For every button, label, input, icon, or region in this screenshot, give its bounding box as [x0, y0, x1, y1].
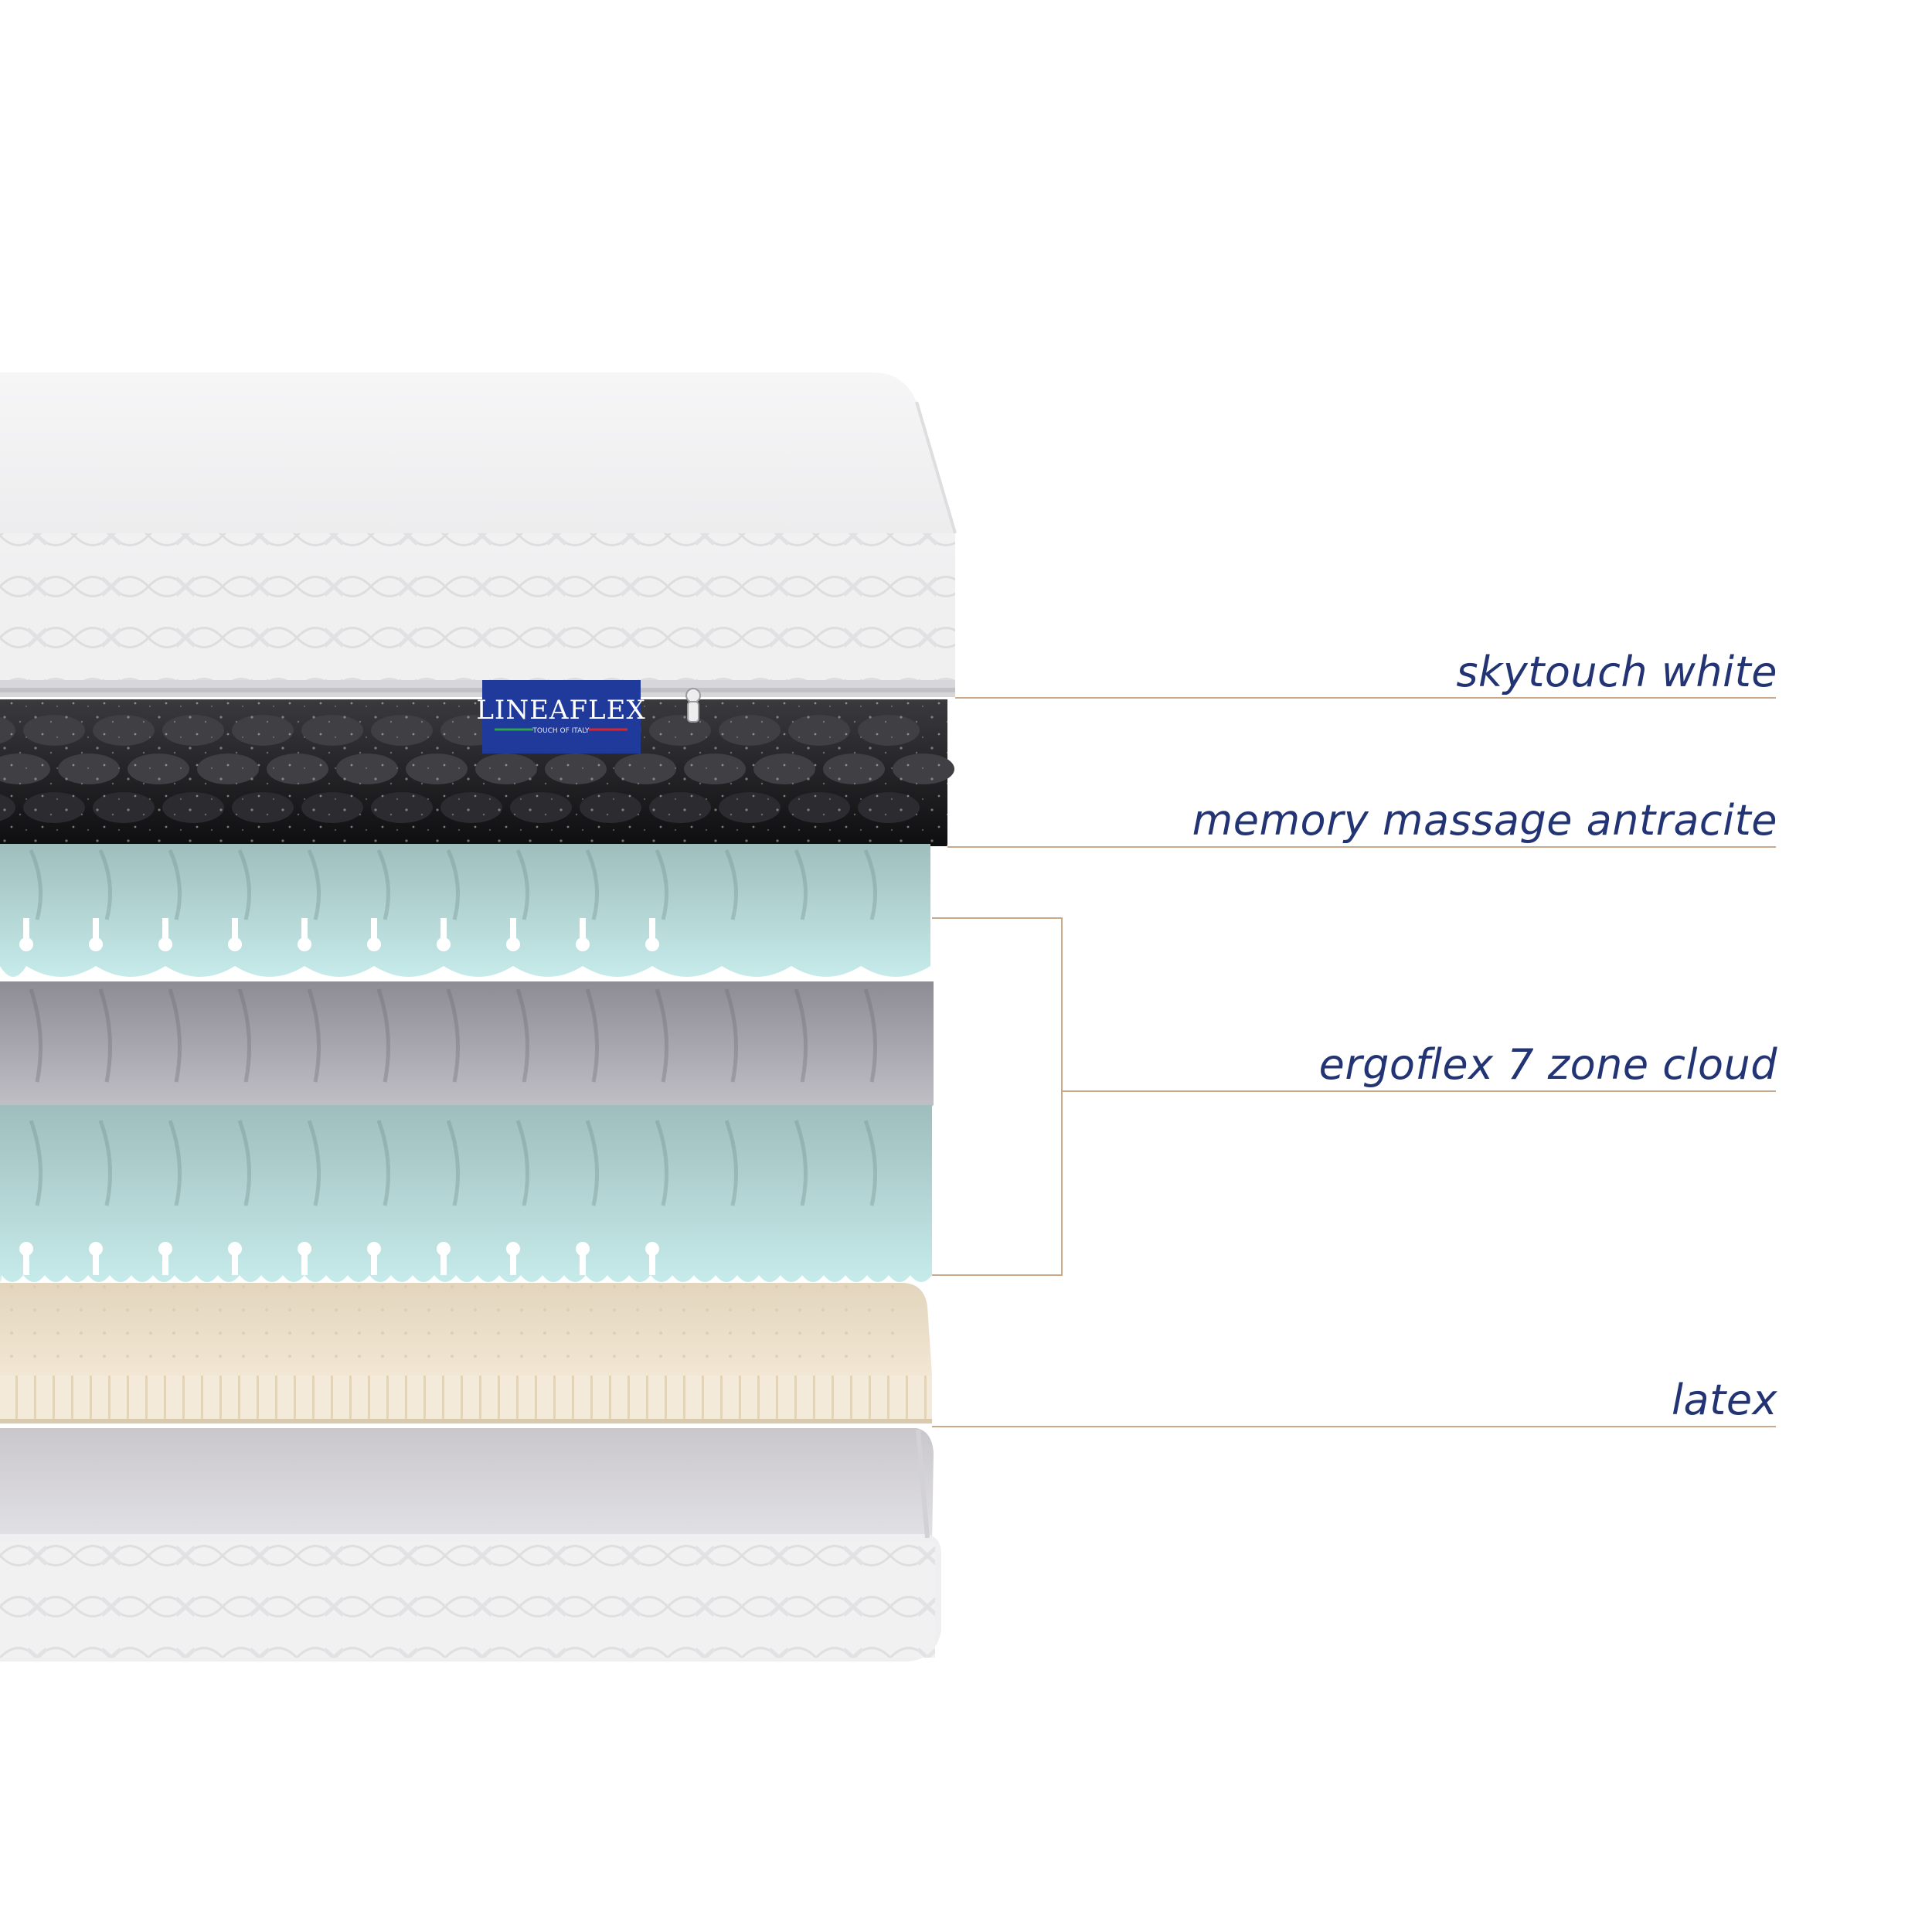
foam-rib — [863, 849, 877, 920]
foam-rib — [29, 988, 43, 1083]
foam-rib — [655, 849, 668, 920]
zone-notch — [162, 1252, 168, 1275]
foam-rib — [585, 849, 599, 920]
lineaflex-brand-tag: LINEAFLEX TOUCH OF ITALY — [476, 680, 645, 753]
foam-rib — [515, 1120, 529, 1206]
zone-notch — [510, 918, 516, 941]
memory-massage-antracite-layer — [0, 699, 954, 846]
zone-notch — [301, 1252, 308, 1275]
ergoflex-lower-blue-layer — [0, 1105, 932, 1282]
zone-notch-hole — [298, 1242, 311, 1256]
latex-layer — [0, 1283, 932, 1423]
brand-logo-text: LINEAFLEX — [476, 695, 645, 726]
label-ergoflex-7-zone-cloud: ergoflex 7 zone cloud — [1318, 1040, 1777, 1089]
foam-rib — [446, 988, 460, 1083]
foam-rib — [307, 1120, 321, 1206]
label-memory-massage-antracite: memory massage antracite — [1192, 796, 1777, 845]
foam-rib — [168, 1120, 182, 1206]
zone-notch-hole — [367, 1242, 381, 1256]
foam-rib — [724, 849, 738, 920]
foam-rib — [29, 1120, 43, 1206]
foam-rib — [585, 988, 599, 1083]
foam-rib — [446, 849, 460, 920]
zipper-pull-icon — [685, 688, 701, 723]
foam-rib — [376, 988, 390, 1083]
zone-notch-hole — [19, 937, 33, 951]
zone-notch-hole — [645, 937, 659, 951]
zone-notch-hole — [89, 937, 103, 951]
foam-rib — [98, 1120, 112, 1206]
foam-rib — [863, 1120, 877, 1206]
foam-rib — [98, 849, 112, 920]
zone-notch — [93, 918, 99, 941]
zone-notch-hole — [228, 1242, 242, 1256]
foam-rib — [307, 849, 321, 920]
zone-notch-hole — [158, 1242, 172, 1256]
zone-notch — [510, 1252, 516, 1275]
label-skytouch-white: skytouch white — [1456, 648, 1777, 696]
zone-notch-hole — [576, 1242, 590, 1256]
zone-notch-hole — [158, 937, 172, 951]
foam-rib — [794, 1120, 808, 1206]
foam-rib — [655, 988, 668, 1083]
zone-notch — [580, 1252, 586, 1275]
foam-rib — [863, 988, 877, 1083]
foam-rib — [724, 988, 738, 1083]
foam-rib — [168, 849, 182, 920]
zone-notch — [23, 918, 29, 941]
foam-rib — [446, 1120, 460, 1206]
zone-notch-hole — [506, 1242, 520, 1256]
zone-notch — [649, 1252, 655, 1275]
foam-rib — [724, 1120, 738, 1206]
zone-notch-hole — [645, 1242, 659, 1256]
ergoflex-bracket — [932, 917, 1063, 1276]
zone-notch — [301, 918, 308, 941]
zone-notch-hole — [576, 937, 590, 951]
zone-notch — [371, 1252, 377, 1275]
ergoflex-upper-blue-layer — [0, 844, 930, 977]
zone-notch — [232, 918, 238, 941]
foam-rib — [307, 988, 321, 1083]
zone-notch-hole — [298, 937, 311, 951]
leader-lines — [932, 697, 1776, 1427]
zone-notch — [440, 1252, 447, 1275]
zone-notch-hole — [367, 937, 381, 951]
foam-rib — [98, 988, 112, 1083]
skytouch-white-layer — [0, 372, 957, 697]
zone-notch — [440, 918, 447, 941]
foam-rib — [237, 1120, 251, 1206]
foam-rib — [515, 988, 529, 1083]
foam-rib — [585, 1120, 599, 1206]
zone-notch-hole — [228, 937, 242, 951]
zone-notch-hole — [89, 1242, 103, 1256]
zone-notch-hole — [437, 937, 451, 951]
bottom-cover-layer — [0, 1428, 941, 1662]
zone-notch — [371, 918, 377, 941]
foam-rib — [237, 988, 251, 1083]
foam-rib — [794, 988, 808, 1083]
foam-rib — [29, 849, 43, 920]
zone-notch — [232, 1252, 238, 1275]
foam-rib — [168, 988, 182, 1083]
zone-notch-hole — [19, 1242, 33, 1256]
label-latex: latex — [1672, 1376, 1777, 1424]
foam-rib — [794, 849, 808, 920]
zone-notch — [162, 918, 168, 941]
zone-notch — [580, 918, 586, 941]
zone-notch — [93, 1252, 99, 1275]
brand-tagline: TOUCH OF ITALY — [532, 727, 590, 735]
zone-notch — [649, 918, 655, 941]
foam-rib — [515, 849, 529, 920]
foam-rib — [376, 849, 390, 920]
foam-rib — [237, 849, 251, 920]
zone-notch-hole — [506, 937, 520, 951]
zone-notch — [23, 1252, 29, 1275]
foam-rib — [376, 1120, 390, 1206]
zone-notch-hole — [437, 1242, 451, 1256]
ergoflex-grey-layer — [0, 981, 934, 1117]
foam-rib — [655, 1120, 668, 1206]
